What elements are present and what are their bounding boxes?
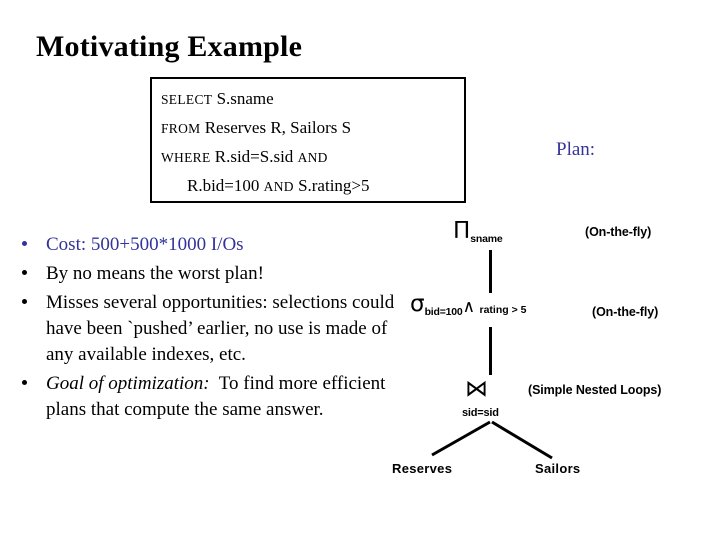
sql-keyword-from: FROM: [161, 121, 201, 136]
sigma-selection-symbol-icon: σ: [410, 291, 425, 317]
bullet-text-worst-plan: By no means the worst plan!: [46, 263, 264, 284]
sql-keyword-and-2: AND: [263, 179, 294, 194]
list-item: Cost: 500+500*1000 I/Os: [14, 232, 414, 258]
bullet-dot-icon: [22, 241, 27, 246]
sql-text-where: R.sid=S.sid: [210, 147, 298, 166]
tree-edge-project-to-select: [489, 250, 492, 293]
sql-line-select: SELECT S.sname: [161, 90, 274, 107]
page-title: Motivating Example: [36, 30, 303, 63]
sql-line-from: FROM Reserves R, Sailors S: [161, 119, 351, 136]
plan-leaf-sailors: Sailors: [535, 461, 581, 476]
bullet-text-missed-opportunities: Misses several opportunities: selections…: [46, 292, 395, 365]
tree-edge-select-to-join: [489, 327, 492, 375]
query-plan-tree: Πsname (On-the-fly) σbid=100∧ rating > 5…: [380, 215, 720, 505]
plan-node-selection-subscript: bid=100: [424, 306, 463, 318]
bullet-list: Cost: 500+500*1000 I/Os By no means the …: [14, 232, 414, 426]
plan-node-join: ⋈: [465, 378, 488, 401]
bullet-dot-icon: [22, 299, 27, 304]
plan-node-join-subscript: sid=sid: [462, 407, 499, 419]
plan-node-projection: Πsname: [453, 218, 503, 246]
sql-text-rating: S.rating>5: [293, 176, 370, 195]
list-item: Misses several opportunities: selections…: [14, 290, 414, 368]
list-item: By no means the worst plan!: [14, 261, 414, 287]
logical-and-symbol-icon: ∧: [462, 297, 476, 317]
sql-text-from: Reserves R, Sailors S: [200, 118, 352, 137]
bullet-lead-goal-of-optimization: Goal of optimization:: [46, 373, 210, 394]
sql-keyword-and-1: AND: [297, 150, 328, 165]
bullet-text-cost: Cost: 500+500*1000 I/Os: [46, 234, 244, 255]
sql-keyword-select: SELECT: [161, 92, 213, 107]
bowtie-join-symbol-icon: ⋈: [465, 376, 488, 402]
bullet-text-goal: To find more efficient plans that comput…: [46, 373, 386, 420]
plan-annotation-selection: (On-the-fly): [592, 305, 659, 319]
sql-line-where: WHERE R.sid=S.sid AND: [161, 148, 328, 165]
bullet-dot-icon: [22, 380, 27, 385]
plan-node-selection-condition: rating > 5: [479, 304, 527, 316]
bullet-dot-icon: [22, 270, 27, 275]
tree-edge-join-to-reserves: [431, 420, 491, 457]
sql-keyword-where: WHERE: [161, 150, 211, 165]
plan-annotation-join: (Simple Nested Loops): [528, 383, 662, 397]
plan-node-selection: σbid=100∧ rating > 5: [410, 291, 527, 319]
sql-text-select: S.sname: [212, 89, 274, 108]
plan-node-projection-subscript: sname: [470, 233, 503, 245]
pi-projection-symbol-icon: Π: [453, 218, 471, 244]
plan-annotation-projection: (On-the-fly): [585, 225, 652, 239]
sql-line-conditions: R.bid=100 AND S.rating>5: [187, 177, 370, 194]
plan-leaf-reserves: Reserves: [392, 461, 453, 476]
sql-text-bid: R.bid=100: [187, 176, 264, 195]
tree-edge-join-to-sailors: [491, 420, 553, 460]
sql-query-box: SELECT S.sname FROM Reserves R, Sailors …: [150, 77, 466, 203]
list-item: Goal of optimization: To find more effic…: [14, 371, 414, 423]
plan-label: Plan:: [556, 139, 596, 160]
